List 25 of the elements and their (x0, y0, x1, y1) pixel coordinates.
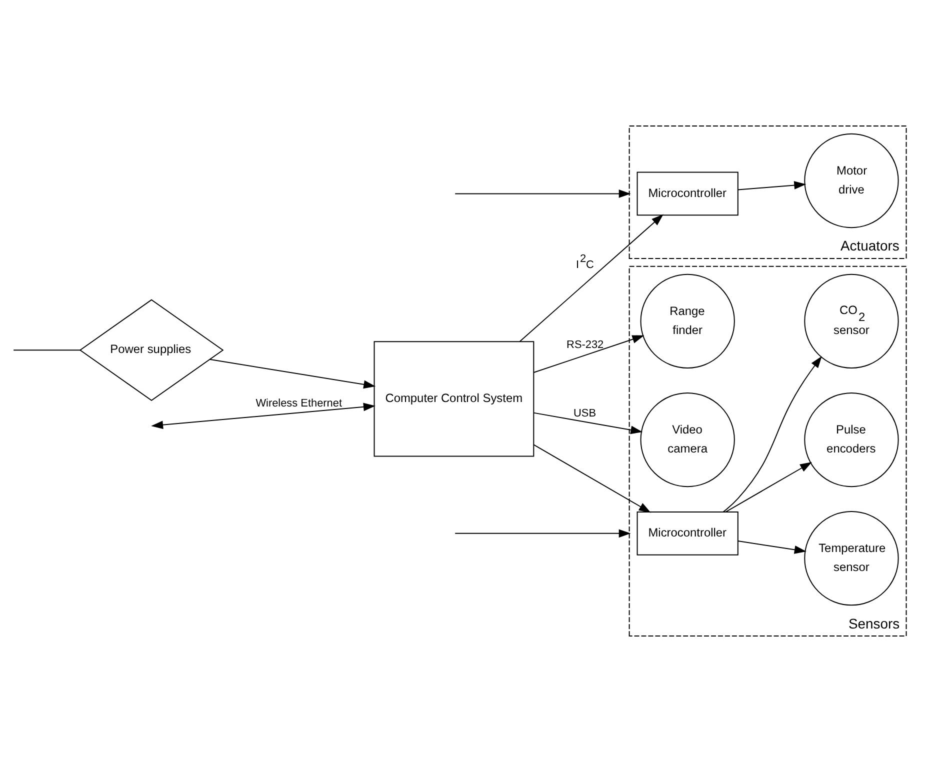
connector (13, 349, 81, 350)
arrow (454, 189, 631, 198)
arrow (151, 402, 376, 429)
node-circle: Range finder (640, 273, 735, 368)
edge-label: USB (574, 407, 596, 420)
arrow (533, 444, 651, 512)
arrow (454, 528, 631, 538)
arrow (725, 462, 812, 512)
arrow (209, 358, 376, 388)
node-diamond: Power supplies (79, 298, 224, 401)
node-circle: Temperature sensor (804, 510, 899, 606)
edge-label: Wireless Ethernet (256, 397, 342, 410)
node-box: Computer Control System (374, 340, 534, 456)
arrow (738, 540, 806, 554)
edge-label: RS-232 (566, 338, 604, 350)
node-circle: Pulse encoders (804, 392, 899, 487)
arrow (722, 356, 822, 512)
arrow (519, 214, 664, 342)
node-circle: Video camera (640, 392, 735, 487)
arrow (533, 334, 644, 372)
arrow (533, 412, 643, 434)
node-box: Microcontroller (636, 511, 738, 555)
arrow (738, 180, 806, 190)
node-circle: Motor drive (804, 132, 899, 228)
node-box: Microcontroller (636, 171, 738, 216)
